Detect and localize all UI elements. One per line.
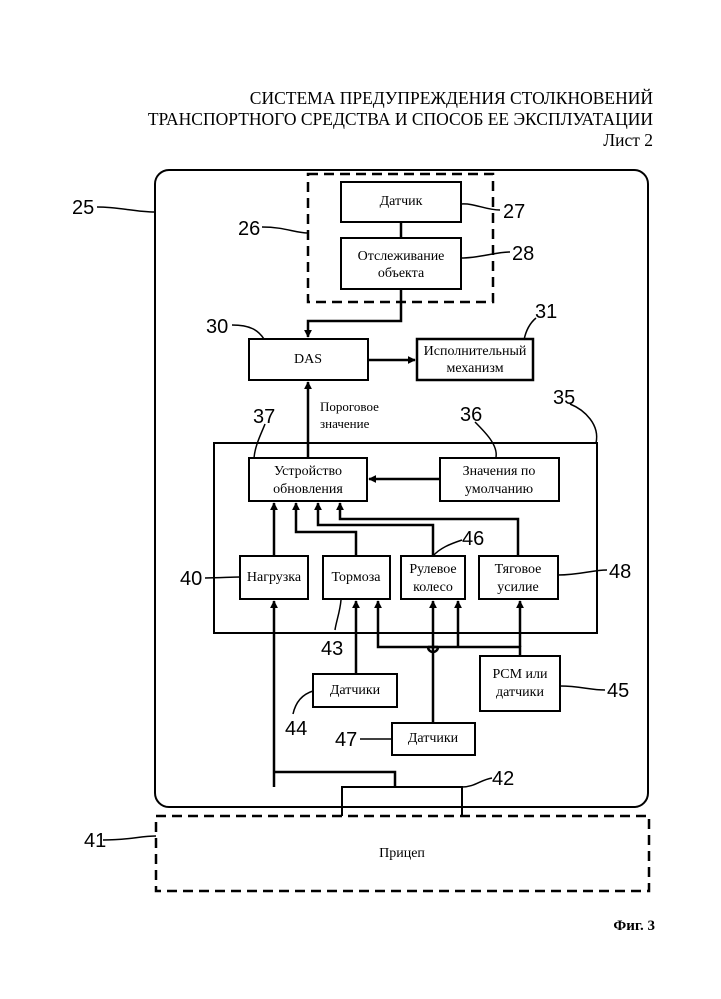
ref-31: 31 [535, 301, 557, 323]
traction-label-1: Тяговое [495, 562, 542, 577]
update-label-1: Устройство [274, 464, 342, 479]
brakes-label: Тормоза [332, 570, 382, 585]
actuator-label-2: механизм [446, 361, 503, 376]
pcm-label-2: датчики [496, 685, 544, 700]
pcm-label-1: PCM или [492, 667, 548, 682]
ref-44: 44 [285, 718, 307, 740]
controller-frame [214, 443, 597, 633]
ref-28: 28 [512, 243, 534, 265]
ref-43: 43 [321, 638, 343, 660]
ref-30: 30 [206, 316, 228, 338]
ref-35: 35 [553, 387, 575, 409]
trailer-hitch [342, 787, 462, 816]
ref-42: 42 [492, 768, 514, 790]
threshold-label-2: значение [320, 416, 370, 431]
trailer-label: Прицеп [379, 846, 425, 861]
threshold-label-1: Пороговое [320, 399, 379, 414]
ref-41: 41 [84, 830, 106, 852]
ref-46: 46 [462, 528, 484, 550]
defaults-label-2: умолчанию [465, 482, 533, 497]
ref-47: 47 [335, 729, 357, 751]
ref-36: 36 [460, 404, 482, 426]
brake-sensors-label: Датчики [330, 683, 381, 698]
tracking-label-2: объекта [378, 266, 425, 281]
steering-sensors-label: Датчики [408, 731, 459, 746]
ref-37: 37 [253, 406, 275, 428]
ref-48: 48 [609, 561, 631, 583]
ref-45: 45 [607, 680, 629, 702]
actuator-label-1: Исполнительный [424, 344, 527, 359]
das-label: DAS [294, 352, 322, 367]
ref-27: 27 [503, 201, 525, 223]
load-label: Нагрузка [247, 570, 302, 585]
ref-26: 26 [238, 218, 260, 240]
sensor-label: Датчик [380, 194, 423, 209]
ref-40: 40 [180, 568, 202, 590]
tracking-label-1: Отслеживание [358, 249, 445, 264]
wheel-label-2: колесо [413, 580, 453, 595]
pcm-block [480, 656, 560, 711]
ref-25: 25 [72, 197, 94, 219]
update-label-2: обновления [273, 482, 343, 497]
figure-label: Фиг. 3 [613, 918, 655, 935]
wheel-label-1: Рулевое [409, 562, 456, 577]
defaults-label-1: Значения по [463, 464, 536, 479]
traction-label-2: усилие [497, 580, 538, 595]
